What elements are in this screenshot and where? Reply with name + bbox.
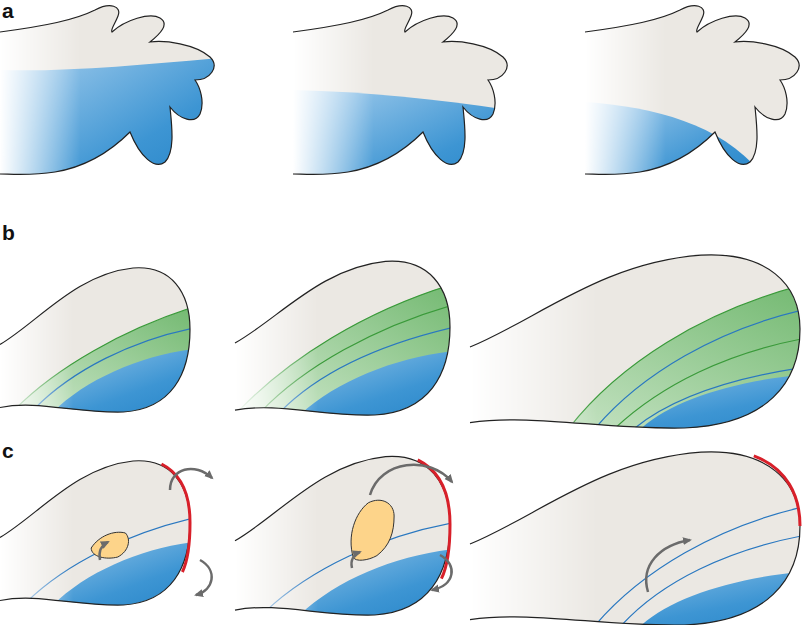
bud-fill	[235, 450, 472, 625]
blue-boundary	[622, 535, 802, 625]
bud-fill	[470, 248, 802, 446]
limb-hand	[293, 2, 523, 202]
limb-bud	[0, 455, 209, 620]
signal-arrows	[99, 465, 690, 595]
blue-domain	[235, 351, 472, 431]
green-domain	[235, 284, 472, 431]
panel-letter: c	[2, 440, 14, 461]
apical-ridge	[162, 464, 191, 572]
bud-outline	[0, 268, 190, 412]
hand-outline	[293, 6, 507, 175]
bud-fill	[235, 255, 472, 431]
signal-arrow	[196, 560, 212, 595]
bud-outline	[470, 255, 800, 428]
green-domain	[470, 284, 802, 446]
limb-bud	[470, 248, 802, 446]
green-boundary	[615, 338, 802, 428]
blue-domain	[235, 549, 472, 625]
blue-boundary	[595, 506, 802, 625]
expression-domain	[0, 57, 230, 202]
blue-domain	[0, 349, 209, 427]
blue-boundary	[595, 309, 802, 428]
limb-bud	[235, 255, 472, 431]
limb-bud	[235, 450, 472, 625]
bud-fill	[0, 455, 209, 620]
panel-letter: b	[2, 222, 15, 243]
limb-hand	[585, 2, 802, 202]
expression-domain	[585, 102, 760, 202]
bud-outline	[235, 456, 450, 615]
green-boundary	[15, 307, 194, 409]
signalling-centre	[351, 500, 394, 560]
signal-arrow	[646, 540, 690, 592]
blue-boundary	[34, 328, 194, 409]
limb-hand	[0, 2, 230, 202]
green-boundary	[239, 284, 454, 410]
hand-outline	[585, 6, 799, 175]
green-domain	[0, 307, 209, 427]
green-boundary	[569, 284, 802, 428]
blue-boundary	[280, 327, 454, 412]
signal-arrow	[99, 542, 108, 560]
hand-outline	[0, 6, 214, 175]
blue-boundary	[27, 518, 194, 602]
limb-bud	[0, 262, 209, 427]
apical-ridge	[754, 456, 800, 526]
bud-outline	[0, 461, 190, 605]
panel-letter: a	[2, 0, 14, 21]
signal-arrow	[170, 469, 212, 490]
signal-arrow	[370, 465, 452, 495]
bud-outline	[470, 452, 800, 625]
bud-outline	[235, 261, 450, 415]
signalling-centre	[91, 532, 128, 558]
bud-fill	[0, 262, 209, 427]
blue-boundary	[635, 367, 802, 428]
apical-ridge	[418, 460, 450, 579]
bud-fill	[470, 445, 802, 625]
signal-arrow	[432, 555, 452, 590]
limb-bud	[470, 445, 802, 625]
signal-arrow	[351, 552, 360, 568]
